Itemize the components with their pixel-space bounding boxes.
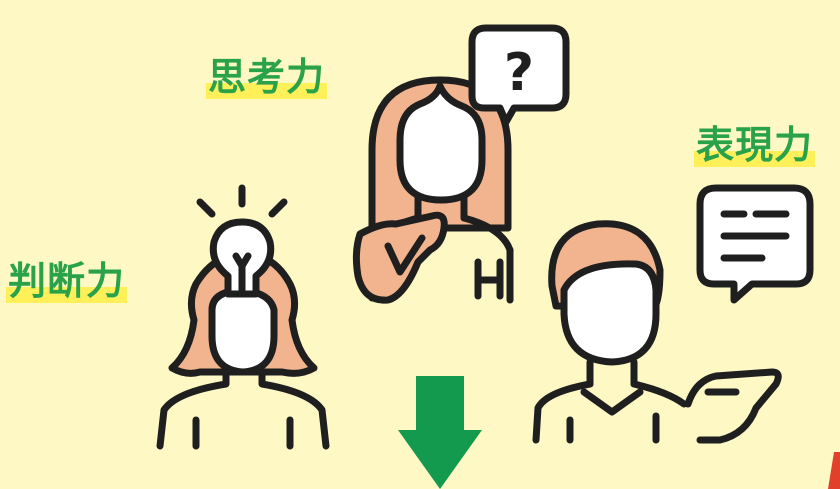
text-lines-icon [720, 210, 790, 262]
judgment-body [156, 368, 330, 450]
expression-face [560, 260, 660, 366]
label-judgment-skill: 判断力 [6, 259, 128, 303]
label-expression-skill: 表現力 [694, 123, 816, 167]
thinking-hand [352, 211, 448, 304]
thinking-face [396, 82, 486, 204]
label-thinking-text: 思考力 [208, 55, 326, 99]
judgment-face [208, 286, 278, 376]
label-judgment-text: 判断力 [8, 259, 126, 303]
expression-body [532, 358, 688, 444]
text-bubble-icon [696, 184, 814, 304]
question-bubble-icon [468, 24, 570, 126]
label-expression-text: 表現力 [696, 123, 814, 167]
expression-person-icon [532, 220, 782, 444]
thinking-person-icon [352, 76, 514, 304]
judgment-person-icon [156, 184, 330, 450]
down-arrow-icon [398, 376, 482, 489]
question-mark-icon: ? [504, 43, 534, 103]
label-thinking-skill: 思考力 [206, 55, 328, 99]
expression-hand [684, 368, 782, 444]
lightbulb-icon [209, 218, 275, 298]
corner-accent [828, 452, 840, 489]
